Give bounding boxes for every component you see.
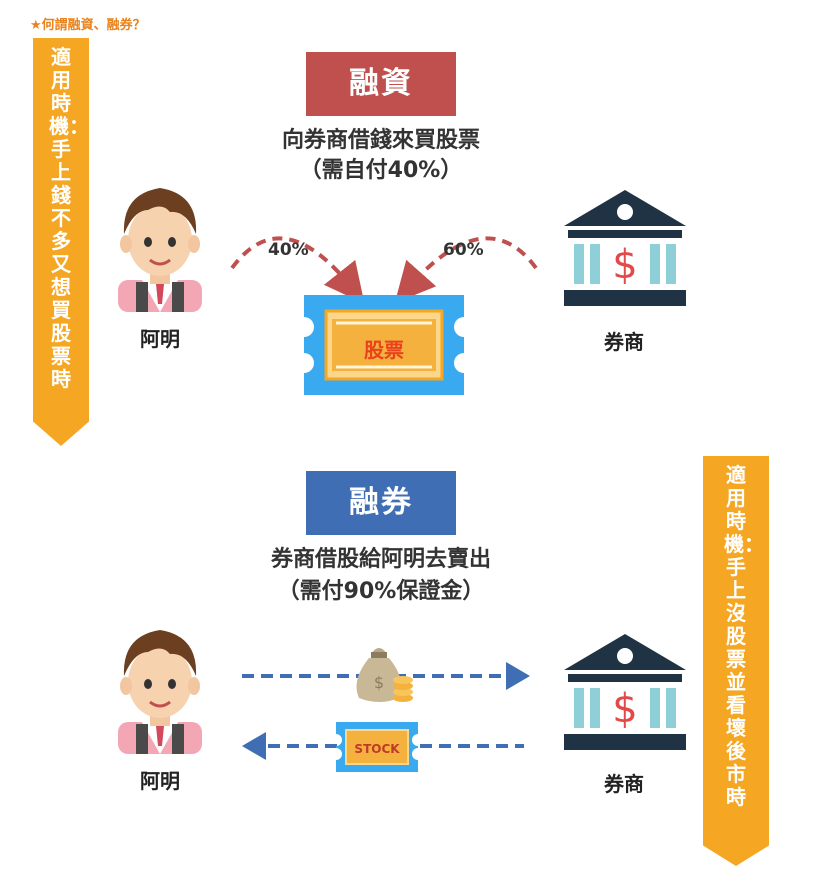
short-sell-person-label: 阿明 — [140, 769, 180, 793]
pct-left: 40% — [268, 240, 309, 260]
arrows-short-sell — [242, 662, 530, 760]
short-sell-line1: 券商借股給阿明去賣出 — [270, 547, 491, 572]
banner-left: 適用時機：手上錢不多又想買股票時 — [33, 38, 89, 446]
bank-icon: $ — [564, 634, 686, 750]
arrows-margin-buy — [230, 236, 538, 300]
banner-right-text: 適用時機：手上沒股票並看壞後市時 — [724, 463, 764, 809]
margin-buy-line2: （需自付40%） — [299, 158, 463, 183]
margin-buy-broker-label: 券商 — [604, 330, 644, 354]
bank-icon: $ — [564, 190, 686, 306]
stock-ticket-icon — [304, 295, 464, 395]
margin-buy-title: 融資 — [306, 52, 456, 116]
person-avatar-icon — [118, 188, 202, 312]
svg-text:$: $ — [612, 242, 637, 288]
svg-text:$: $ — [612, 686, 637, 732]
banner-right: 適用時機：手上沒股票並看壞後市時 — [703, 456, 769, 866]
pct-right: 60% — [443, 240, 484, 260]
money-bag-icon: $ — [356, 648, 413, 702]
short-sell-title: 融券 — [306, 471, 456, 535]
short-sell-line2: （需付90%保證金） — [277, 579, 485, 604]
margin-buy-person-label: 阿明 — [140, 327, 180, 351]
short-sell-broker-label: 券商 — [604, 772, 644, 796]
stock-ticket-small-icon: STOCK — [336, 722, 418, 772]
banner-left-text: 適用時機：手上錢不多又想買股票時 — [49, 45, 89, 391]
stock-ticket-small-label: STOCK — [354, 742, 400, 756]
margin-buy-line1: 向券商借錢來買股票 — [281, 128, 480, 153]
stock-ticket-label: 股票 — [364, 338, 404, 362]
person-avatar-icon — [118, 630, 202, 754]
header-note: ★何謂融資、融券？ — [30, 18, 146, 33]
svg-text:$: $ — [374, 673, 384, 692]
